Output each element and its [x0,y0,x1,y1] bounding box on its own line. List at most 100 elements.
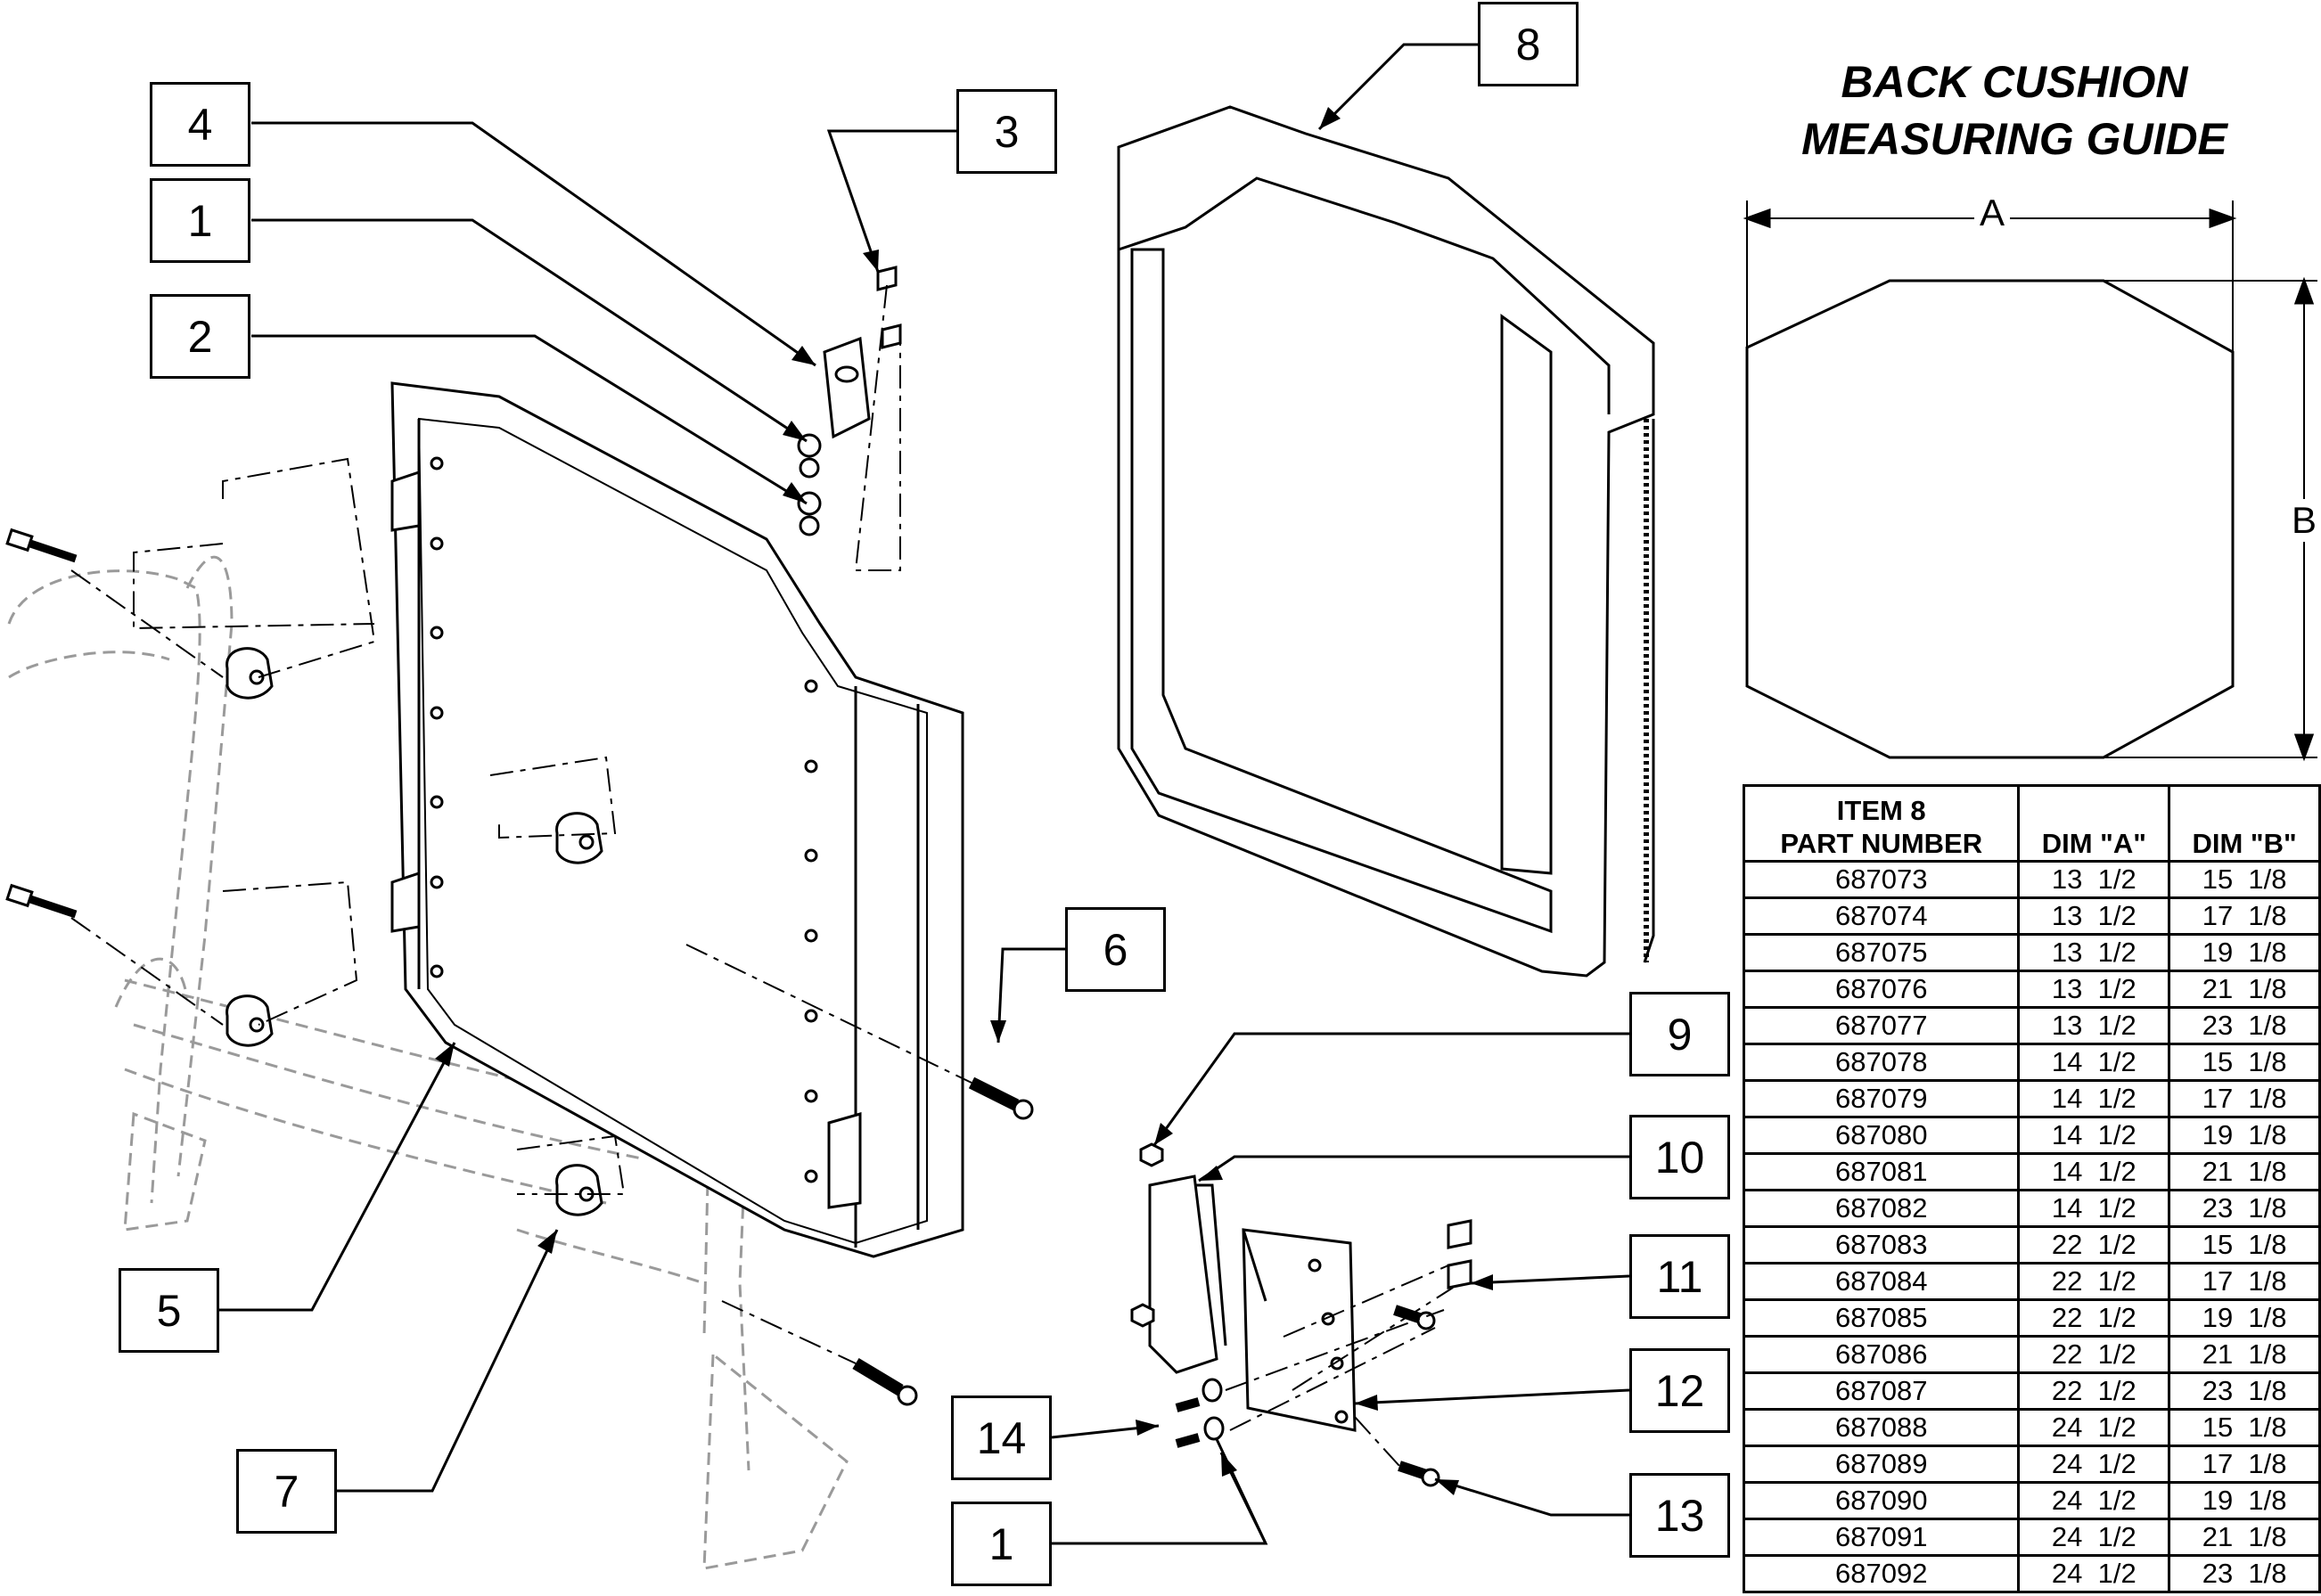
part-number-cell: 687091 [1742,1518,2021,1557]
callout-7: 7 [236,1449,337,1534]
measuring-guide-title: BACK CUSHION MEASURING GUIDE [1747,53,2282,168]
dim-a-cell: 22 1/2 [2017,1298,2171,1338]
lower-bracket-assembly [1130,1142,1472,1487]
part-number-cell: 687089 [1742,1445,2021,1484]
dim-a-cell: 14 1/2 [2017,1152,2171,1191]
back-cushion [1117,105,1655,978]
part-number-cell: 687087 [1742,1371,2021,1411]
header-part-number: ITEM 8 PART NUMBER [1742,784,2021,863]
dim-b-cell: 15 1/8 [2168,1225,2321,1265]
dim-b-cell: 19 1/8 [2168,1481,2321,1520]
callout-5: 5 [119,1268,219,1353]
header-part-number-line1: ITEM 8 [1836,795,1926,826]
dim-a-cell: 24 1/2 [2017,1554,2171,1593]
part-number-cell: 687075 [1742,933,2021,972]
measuring-guide-diagram [1743,201,2317,762]
part-number-cell: 687092 [1742,1554,2021,1593]
leader-arrowheads [435,107,1493,1495]
spacers-and-screws [5,528,1034,1406]
table-header-row: ITEM 8 PART NUMBER DIM "A" DIM "B" [1742,784,2321,863]
guide-title-line2: MEASURING GUIDE [1801,114,2227,164]
dim-a-cell: 22 1/2 [2017,1335,2171,1374]
part-number-cell: 687088 [1742,1408,2021,1447]
part-number-cell: 687083 [1742,1225,2021,1265]
callout-4: 4 [150,82,250,167]
dim-a-cell: 13 1/2 [2017,933,2171,972]
lower-assembly-lines [1225,1265,1454,1467]
dim-a-cell: 14 1/2 [2017,1043,2171,1082]
callout-9: 9 [1629,992,1730,1076]
part-number-cell: 687074 [1742,896,2021,936]
dim-b-cell: 23 1/8 [2168,1189,2321,1228]
callout-12: 12 [1629,1348,1730,1433]
dim-a-cell: 24 1/2 [2017,1481,2171,1520]
dim-a-cell: 14 1/2 [2017,1116,2171,1155]
callout-3: 3 [956,89,1057,174]
header-dim-a: DIM "A" [2017,784,2171,863]
dim-b-cell: 19 1/8 [2168,1116,2321,1155]
dim-a-cell: 13 1/2 [2017,896,2171,936]
part-number-cell: 687086 [1742,1335,2021,1374]
callout-8: 8 [1478,2,1579,86]
dim-a-cell: 22 1/2 [2017,1225,2171,1265]
dim-a-cell: 14 1/2 [2017,1189,2171,1228]
part-number-cell: 687076 [1742,970,2021,1009]
callout-13: 13 [1629,1473,1730,1558]
dim-b-cell: 21 1/8 [2168,970,2321,1009]
dim-b-cell: 21 1/8 [2168,1518,2321,1557]
dim-a-cell: 13 1/2 [2017,970,2171,1009]
part-number-cell: 687084 [1742,1262,2021,1301]
guide-title-line1: BACK CUSHION [1841,57,2188,107]
back-shell [390,381,964,1258]
callout-6: 6 [1065,907,1166,992]
dim-a-cell: 13 1/2 [2017,860,2171,899]
dim-a-cell: 24 1/2 [2017,1445,2171,1484]
dim-a-cell: 24 1/2 [2017,1518,2171,1557]
dim-b-cell: 17 1/8 [2168,1445,2321,1484]
dim-b-label: B [2286,499,2321,542]
part-number-cell: 687073 [1742,860,2021,899]
dim-b-cell: 19 1/8 [2168,1298,2321,1338]
dim-b-cell: 17 1/8 [2168,1262,2321,1301]
dim-a-cell: 14 1/2 [2017,1079,2171,1118]
dim-a-cell: 22 1/2 [2017,1371,2171,1411]
dim-a-cell: 24 1/2 [2017,1408,2171,1447]
part-number-cell: 687085 [1742,1298,2021,1338]
part-number-cell: 687079 [1742,1079,2021,1118]
callout-1-upper: 1 [150,178,250,263]
dim-b-cell: 21 1/8 [2168,1152,2321,1191]
upper-bracket-hardware [797,266,902,536]
assembly-lines [70,284,972,1364]
header-part-number-line2: PART NUMBER [1780,828,1983,859]
part-number-cell: 687077 [1742,1006,2021,1045]
dim-a-label: A [1974,192,2011,234]
callout-10: 10 [1629,1115,1730,1199]
callout-11: 11 [1629,1234,1730,1319]
part-number-cell: 687080 [1742,1116,2021,1155]
part-number-cell: 687081 [1742,1152,2021,1191]
dim-b-cell: 15 1/8 [2168,1408,2321,1447]
dim-a-cell: 22 1/2 [2017,1262,2171,1301]
dim-b-cell: 19 1/8 [2168,933,2321,972]
callout-1-lower: 1 [951,1502,1052,1586]
dim-b-cell: 23 1/8 [2168,1554,2321,1593]
part-number-cell: 687082 [1742,1189,2021,1228]
dim-b-cell: 17 1/8 [2168,896,2321,936]
